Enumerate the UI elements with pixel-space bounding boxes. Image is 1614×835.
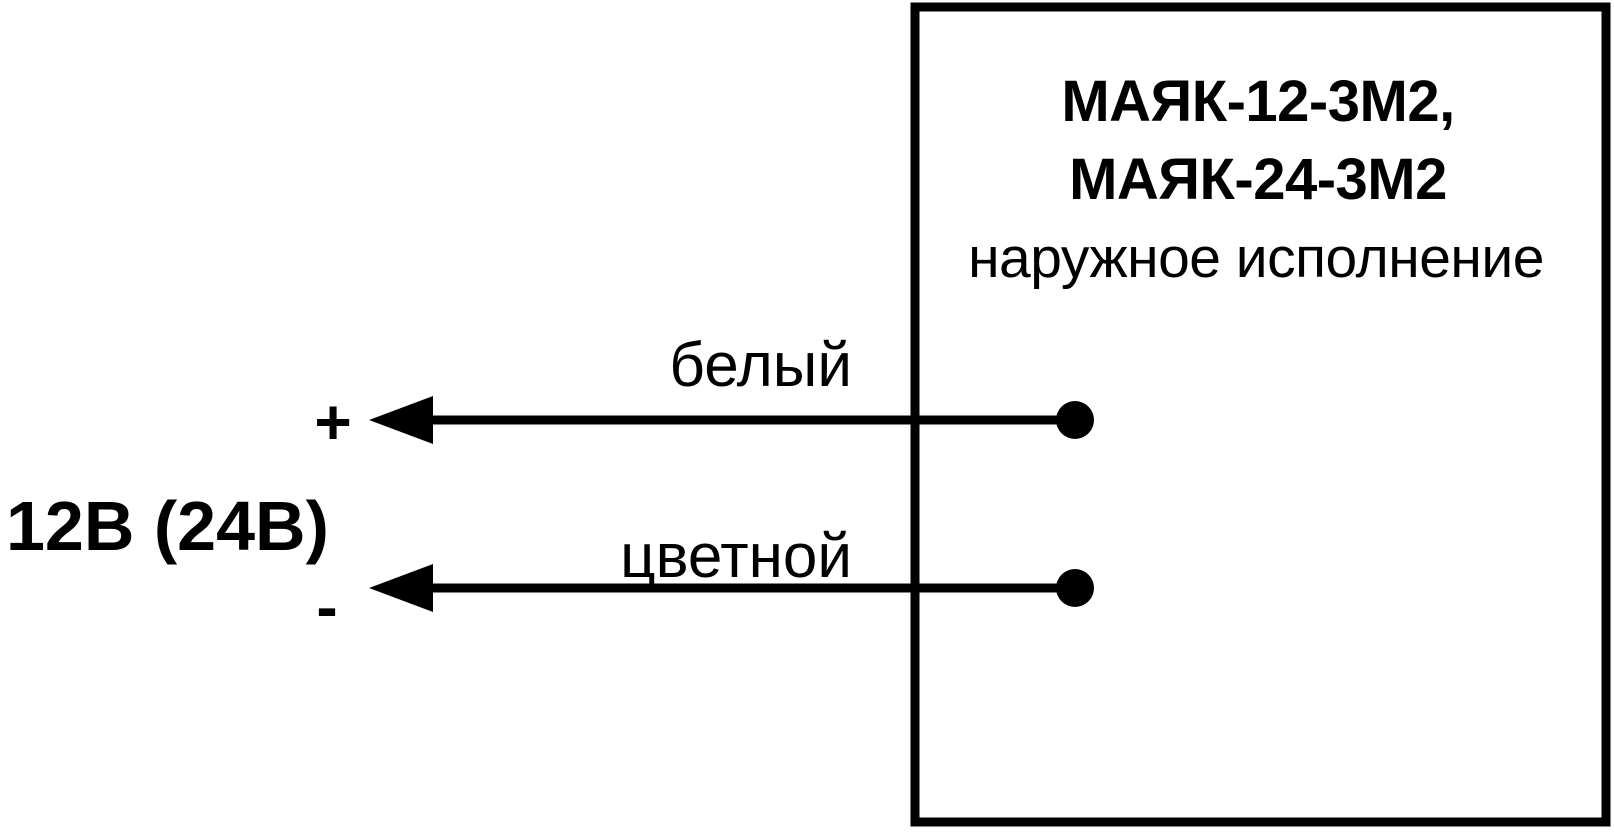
arrowhead-negative [369,564,433,612]
device-box-outline [910,2,1611,827]
polarity-minus-symbol: - [316,571,337,643]
wire-label-positive: белый [669,331,852,400]
terminal-dot-positive [1056,401,1094,439]
arrowhead-positive [369,396,433,444]
supply-voltage-label: 12В (24В) [6,487,329,565]
device-title-line-2: МАЯК-24-3М2 [1069,147,1447,212]
device-subtitle: наружное исполнение [968,226,1544,290]
polarity-plus-symbol: + [314,386,351,458]
wire-label-negative: цветной [620,522,852,591]
terminal-dot-negative [1056,569,1094,607]
device-title-line-1: МАЯК-12-3М2, [1061,69,1454,134]
